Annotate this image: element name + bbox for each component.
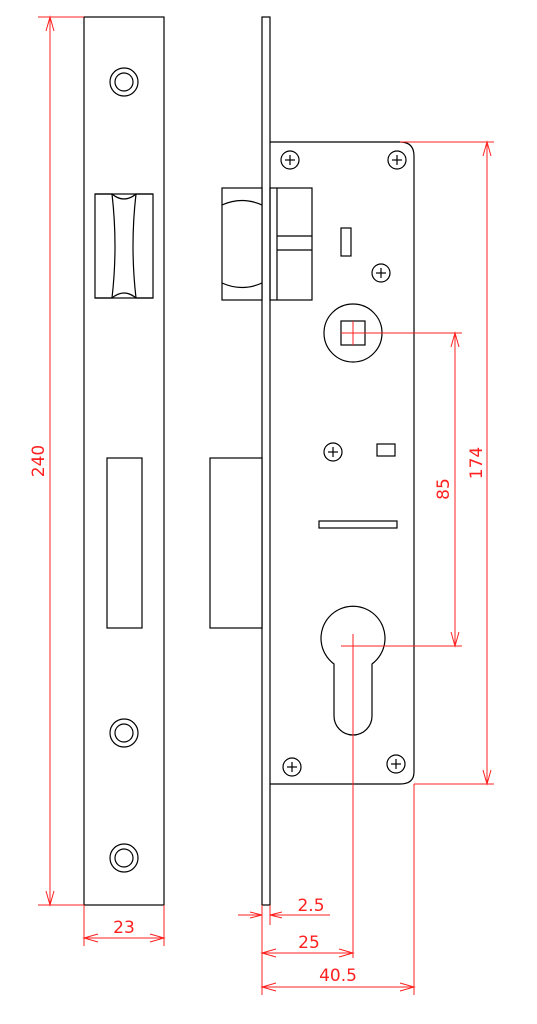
faceplate-latch-opening (94, 193, 154, 299)
faceplate-edge (261, 16, 271, 906)
slot-upper (340, 227, 352, 257)
label-center-distance: 85 (434, 478, 454, 500)
screw-bottom-right (386, 754, 406, 774)
dimension-case-depth: 40.5 (260, 784, 416, 995)
screw-middle (323, 442, 343, 462)
faceplate-screw-hole-top (109, 67, 139, 97)
screw-upper-right (371, 263, 391, 283)
screw-top-left (280, 150, 300, 170)
faceplate-screw-hole-bottom (109, 843, 139, 873)
dimension-backset: 25 (260, 933, 355, 958)
label-faceplate-width: 23 (113, 918, 135, 938)
slot-middle (376, 443, 396, 457)
latch-bolt (221, 187, 313, 301)
case-screws (280, 150, 407, 777)
dimension-center-distance: 85 (365, 331, 462, 648)
faceplate-screw-hole-middle (109, 718, 139, 748)
faceplate-front-view (83, 16, 165, 906)
faceplate-outline (83, 16, 165, 906)
dimension-faceplate-thickness: 2.5 (238, 896, 330, 995)
dimension-total-height: 240 (29, 15, 84, 907)
lock-case-outline (270, 141, 415, 785)
label-total-height: 240 (29, 445, 49, 477)
label-faceplate-thickness: 2.5 (297, 896, 324, 916)
cylinder-cutout (320, 605, 386, 736)
deadbolt (209, 457, 263, 629)
screw-top-right (387, 150, 407, 170)
center-marks (341, 321, 365, 958)
lock-body-side-view (209, 16, 415, 906)
label-case-height: 174 (467, 447, 487, 479)
screw-bottom-left (282, 757, 302, 777)
label-backset: 25 (298, 933, 320, 953)
dimension-faceplate-width: 23 (82, 905, 166, 946)
faceplate-deadbolt-opening (106, 457, 143, 629)
dimension-case-height: 174 (400, 140, 494, 786)
label-case-depth: 40.5 (319, 966, 357, 986)
slot-horizontal (318, 520, 398, 529)
